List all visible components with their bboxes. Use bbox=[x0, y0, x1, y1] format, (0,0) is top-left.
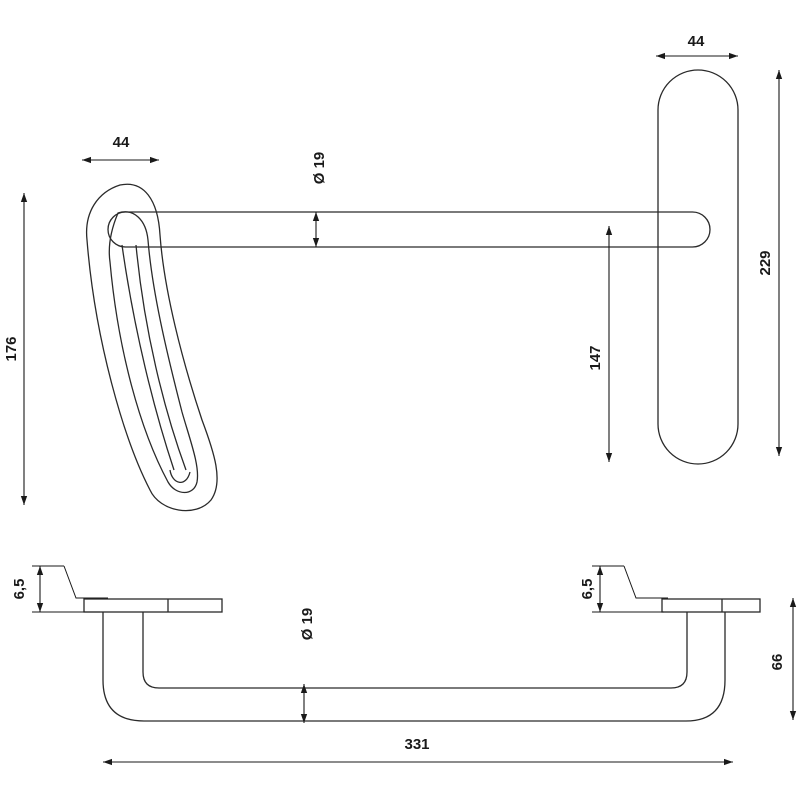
dim-label-projection: 66 bbox=[769, 654, 786, 671]
dim-rosette-left-width: 44 bbox=[82, 134, 159, 164]
mounting-plate-left bbox=[83, 598, 223, 613]
left-rosette bbox=[85, 183, 218, 512]
side-view: 6,5 6,5 Ø 19 66 331 bbox=[11, 565, 797, 766]
dim-rosette-left-height: 176 bbox=[3, 193, 28, 505]
dim-label-plate-thickness-right: 6,5 bbox=[579, 579, 596, 600]
dim-plate-thickness-left: 6,5 bbox=[11, 565, 108, 613]
dim-label-rosette-left-height: 176 bbox=[3, 336, 20, 361]
dim-bar-diameter-side: Ø 19 bbox=[299, 608, 316, 723]
handle-bar bbox=[107, 211, 711, 248]
dim-projection: 66 bbox=[769, 598, 797, 720]
dim-label-bar-diameter-top: Ø 19 bbox=[311, 152, 328, 185]
top-view: 44 44 Ø 19 176 147 229 bbox=[3, 33, 783, 512]
dim-label-bar-diameter-side: Ø 19 bbox=[299, 608, 316, 641]
dim-rosette-right-height: 229 bbox=[757, 70, 783, 456]
dim-rosette-right-width: 44 bbox=[656, 33, 738, 60]
dim-bar-diameter-top: Ø 19 bbox=[311, 152, 328, 247]
dim-plate-thickness-right: 6,5 bbox=[579, 565, 668, 613]
right-rosette bbox=[657, 69, 739, 465]
dim-handle-projection: 147 bbox=[587, 226, 613, 462]
mounting-plate-right bbox=[661, 598, 761, 613]
dim-label-rosette-right-width: 44 bbox=[688, 33, 705, 50]
dim-label-plate-thickness-left: 6,5 bbox=[11, 579, 28, 600]
dim-label-rosette-right-height: 229 bbox=[757, 250, 774, 275]
dim-label-handle-projection: 147 bbox=[587, 345, 604, 370]
u-bar bbox=[102, 612, 726, 722]
dim-overall-length: 331 bbox=[103, 736, 733, 766]
dim-label-overall-length: 331 bbox=[404, 736, 429, 753]
dim-label-rosette-left-width: 44 bbox=[113, 134, 130, 151]
